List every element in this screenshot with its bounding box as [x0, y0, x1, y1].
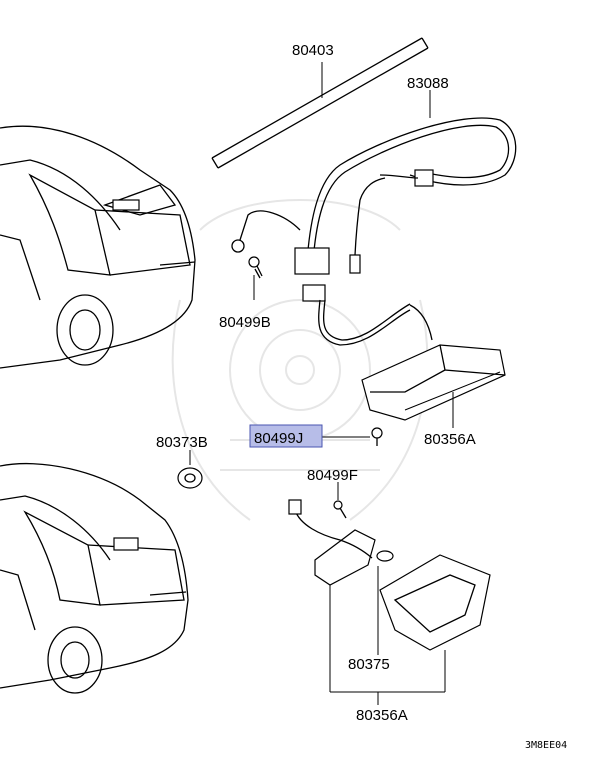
label-80403: 80403 [292, 42, 334, 59]
drawing-code: 3M8EE04 [525, 740, 567, 751]
part-80356A-lamp-assembly-lower [288, 499, 491, 705]
part-80403-weatherstrip [211, 37, 429, 169]
label-80375: 80375 [348, 656, 390, 673]
label-80499F: 80499F [307, 467, 358, 484]
label-80356A-top: 80356A [424, 431, 476, 448]
label-80356A-bottom: 80356A [356, 707, 408, 724]
label-80499J: 80499J [254, 430, 303, 447]
part-80499B-screw [248, 256, 263, 300]
label-80373B: 80373B [156, 434, 208, 451]
part-80499F-screw [333, 482, 347, 519]
label-80499B: 80499B [219, 314, 271, 331]
highlight-80499J [249, 424, 323, 448]
vehicle-rear-view-upper [0, 125, 196, 369]
part-83088-wiring-harness [231, 90, 517, 346]
part-80373B-grommet [177, 450, 203, 489]
vehicle-rear-view-lower [0, 462, 189, 694]
part-80356A-high-mount-stop-lamp [361, 304, 506, 428]
label-83088: 83088 [407, 75, 449, 92]
part-80499J-screw [322, 427, 383, 446]
